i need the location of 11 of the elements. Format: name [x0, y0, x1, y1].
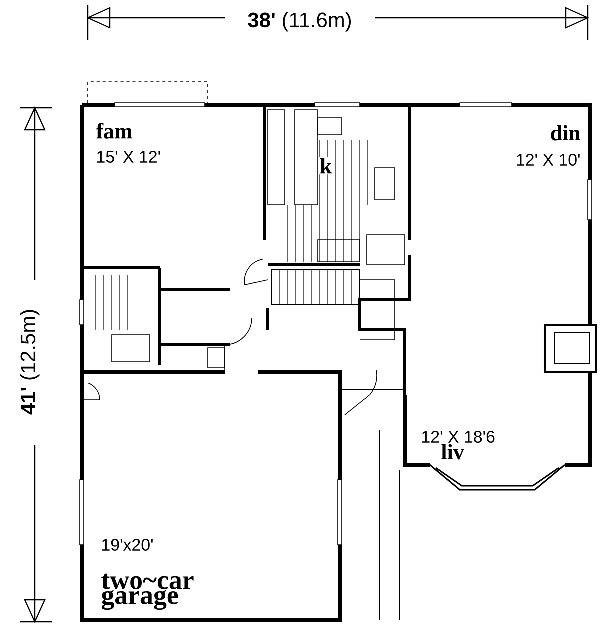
room-size: 12' X 18'6 [422, 431, 495, 443]
room-size: 12' X 10' [517, 154, 580, 166]
room-name: liv [442, 444, 464, 460]
room-size: 19'x20' [102, 539, 153, 551]
room-name: fam [96, 123, 132, 139]
room-name: two~car garage [102, 574, 194, 610]
room-name: k [318, 157, 334, 175]
dimension-label: 41' (12.5m) [20, 310, 40, 415]
room-name: din [551, 125, 580, 141]
room-size: 15' X 12' [98, 151, 160, 163]
dimension-label: 38' (11.6m) [248, 12, 351, 32]
